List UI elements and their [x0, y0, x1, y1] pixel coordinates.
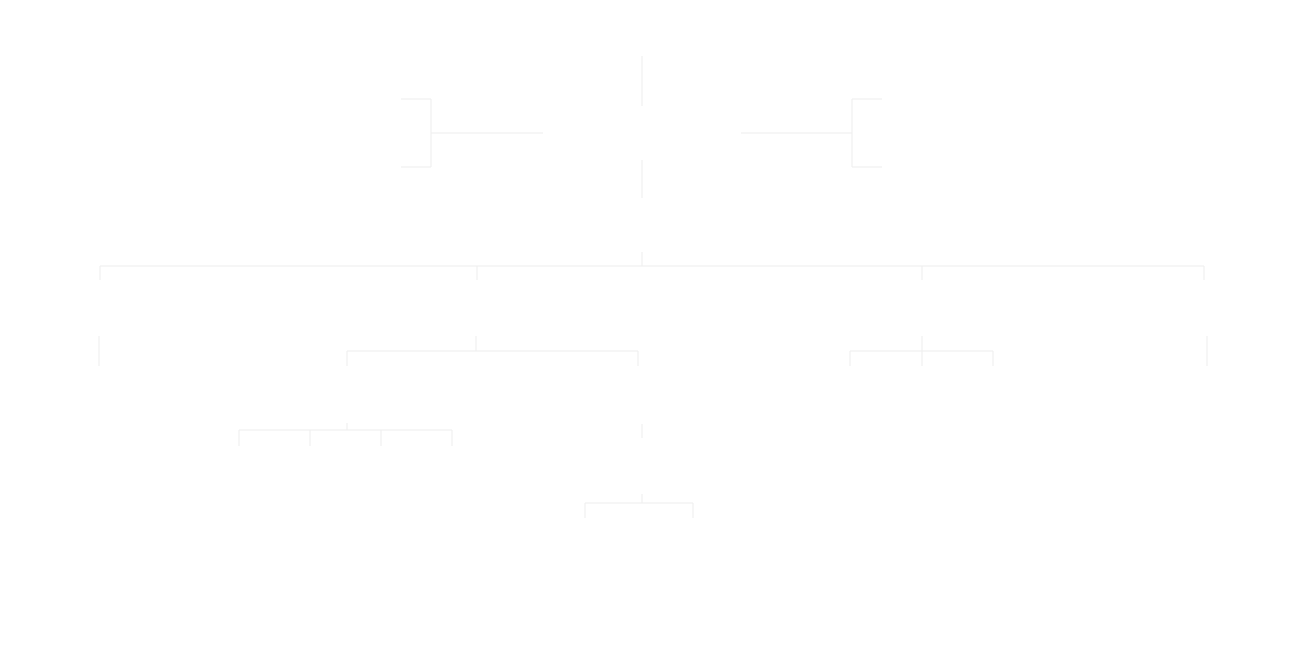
- org-chart-connectors: [98, 56, 1208, 518]
- org-chart-canvas: [98, 56, 1208, 518]
